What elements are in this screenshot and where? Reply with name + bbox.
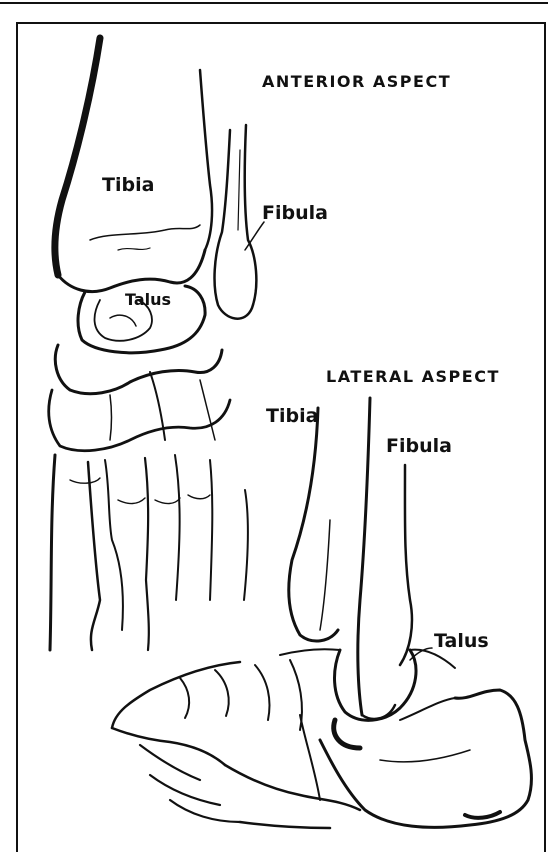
anterior-fibula <box>215 125 257 319</box>
anterior-aspect-heading: ANTERIOR ASPECT <box>262 72 451 91</box>
anterior-tibia-label: Tibia <box>102 174 154 196</box>
anterior-talus-label: Talus <box>125 290 171 309</box>
lateral-tibia-label: Tibia <box>266 405 318 427</box>
lateral-aspect-heading: LATERAL ASPECT <box>326 367 500 386</box>
anterior-metatarsals <box>50 455 248 650</box>
lateral-talus-label: Talus <box>434 630 489 652</box>
anterior-tibia <box>55 38 212 292</box>
anterior-tarsals <box>49 345 230 451</box>
lateral-fibula-label: Fibula <box>386 435 452 457</box>
lateral-tibia <box>289 408 338 641</box>
anterior-fibula-label: Fibula <box>262 202 328 224</box>
lateral-talus <box>334 650 455 748</box>
lateral-forefoot <box>112 649 360 828</box>
